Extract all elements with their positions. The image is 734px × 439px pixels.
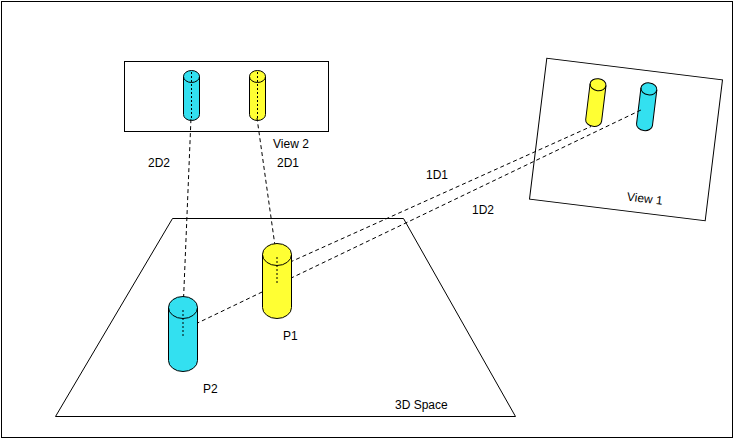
cylinder-outline — [262, 243, 292, 319]
cylinder-icon — [636, 82, 658, 132]
object-cylinder: P1 — [262, 243, 292, 319]
object-cylinder: P2 — [168, 296, 198, 372]
cylinder-rim — [589, 84, 606, 92]
edge-label: 2D2 — [146, 156, 172, 170]
node-label: P1 — [283, 329, 298, 343]
edge-label: 1D2 — [470, 203, 496, 217]
node-label: View 1 — [626, 190, 663, 208]
node-label: View 2 — [273, 137, 309, 151]
view-box: View 1 — [529, 58, 723, 222]
dotted-axis — [183, 310, 184, 336]
view2-cylinders — [184, 71, 266, 121]
view-box: View 2 — [124, 61, 329, 132]
projection-line — [183, 109, 642, 330]
cylinder-rim — [640, 88, 657, 96]
cylinder-body — [169, 297, 198, 372]
cylinder-icon — [184, 71, 200, 121]
dotted-axis — [277, 257, 278, 283]
edge-label: 2D1 — [275, 156, 301, 170]
edge-label: 1D1 — [424, 168, 450, 182]
cylinder-icon — [585, 78, 607, 128]
view1-cylinders — [585, 76, 658, 134]
dotted-axis — [257, 72, 258, 118]
dotted-axis — [191, 72, 192, 118]
cylinder-body — [263, 244, 292, 319]
trapezoid-outline — [56, 219, 516, 417]
cylinder-rim — [169, 308, 198, 319]
cylinder-outline — [168, 296, 198, 372]
projection-line — [183, 118, 191, 312]
projection-line — [277, 126, 591, 268]
space-region: 3D SpaceP1P2 — [55, 218, 516, 417]
node-label: P2 — [203, 382, 218, 396]
node-label: 3D Space — [395, 398, 448, 412]
cylinder-icon — [250, 71, 266, 121]
cylinder-rim — [263, 255, 292, 266]
